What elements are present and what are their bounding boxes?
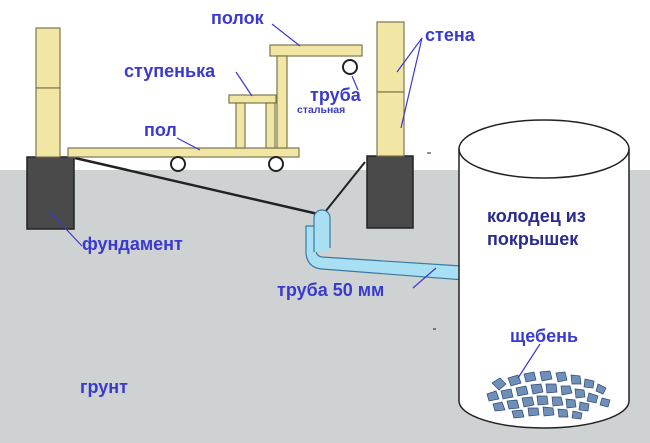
label-well-line1: колодец из [487, 206, 586, 226]
label-step: ступенька [124, 61, 216, 81]
left-foundation [26, 156, 75, 230]
label-foundation: фундамент [82, 234, 183, 254]
drain-pipe-riser-edges [313, 218, 331, 252]
right-foundation [366, 155, 414, 229]
label-ground: грунт [80, 377, 128, 397]
label-wall: стена [425, 25, 476, 45]
floor-slope-line [74, 156, 319, 216]
label-gravel: щебень [510, 326, 578, 346]
leader-wall-1 [396, 37, 423, 73]
leader-wall-2 [400, 37, 423, 129]
label-well-line2: покрышек [487, 229, 579, 249]
right-wall-post-lower [376, 91, 405, 157]
left-wall-post-lower [35, 87, 61, 158]
label-shelf: полок [211, 8, 265, 28]
step-leg-right [265, 102, 276, 149]
drain-pipe-riser [314, 218, 330, 252]
step-top [228, 94, 277, 104]
wall-slope-line [324, 161, 366, 213]
leader-floor [176, 137, 201, 151]
leader-shelf [271, 23, 301, 47]
label-steel-pipe: труба [310, 85, 362, 105]
right-wall-post-upper [376, 21, 405, 93]
tire-well-top [458, 119, 630, 179]
leader-foundation [49, 211, 83, 247]
shelf-leg [276, 55, 288, 149]
gravel-pile [486, 370, 611, 420]
shelf-top [269, 44, 363, 57]
leader-gravel [517, 343, 541, 379]
leader-lines [49, 23, 541, 379]
floor-wheel-right [268, 156, 284, 172]
step-leg-left [235, 102, 246, 149]
tire-well [458, 148, 630, 429]
leader-step [235, 71, 253, 97]
label-pipe-50: труба 50 мм [277, 280, 384, 300]
label-floor: пол [144, 120, 177, 140]
floor-plank [67, 147, 300, 158]
leader-steel-pipe [351, 75, 359, 91]
leader-pipe-50 [412, 267, 437, 289]
label-steel-pipe-sub: стальная [297, 104, 345, 116]
steel-pipe-ring [342, 59, 358, 75]
floor-wheel-left [170, 156, 186, 172]
left-wall-post-upper [35, 27, 61, 89]
